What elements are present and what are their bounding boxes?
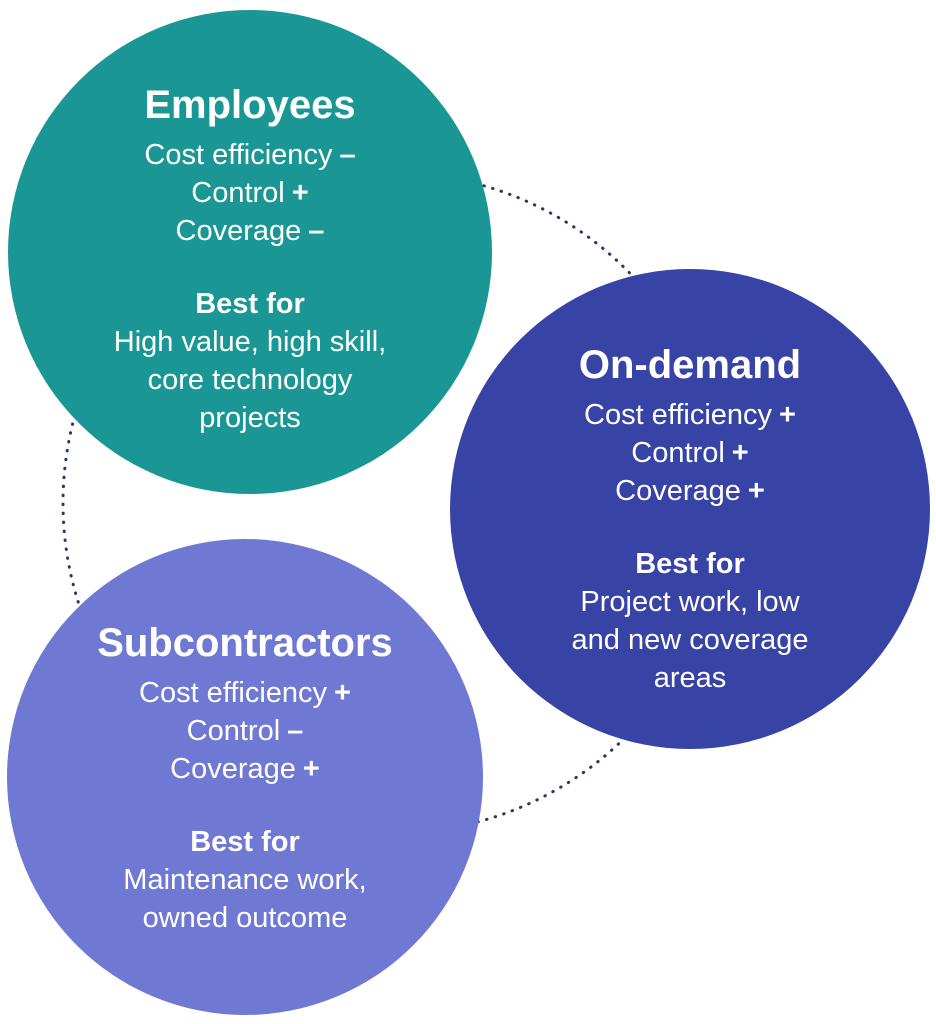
best-for-heading: Best for (635, 547, 745, 580)
employees-circle: Employees Cost efficiency– Control+ Cove… (8, 10, 492, 494)
attribute-label: Cost efficiency (584, 398, 773, 431)
attribute-line: Control– (97, 712, 393, 750)
best-for-line: High value, high skill, (113, 325, 387, 358)
attribute-line: Control+ (572, 434, 809, 472)
best-for-heading: Best for (195, 287, 305, 320)
attribute-label: Control (631, 436, 725, 469)
on-demand-circle: On-demand Cost efficiency+ Control+ Cove… (450, 269, 930, 749)
on-demand-content: On-demand Cost efficiency+ Control+ Cove… (572, 340, 809, 697)
attribute-line: Cost efficiency+ (572, 396, 809, 434)
attribute-sign: + (747, 474, 765, 507)
subcontractors-title: Subcontractors (97, 620, 393, 665)
attribute-sign: – (339, 138, 356, 171)
best-for-line: owned outcome (142, 901, 348, 934)
attribute-label: Cost efficiency (139, 676, 328, 709)
attribute-line: Coverage+ (97, 750, 393, 788)
best-for-line: Maintenance work, (123, 863, 367, 896)
attribute-sign: + (731, 436, 749, 469)
best-for-line: projects (199, 401, 301, 434)
subcontractors-circle: Subcontractors Cost efficiency+ Control–… (7, 539, 483, 1015)
best-for-heading: Best for (190, 825, 300, 858)
attribute-label: Coverage (615, 474, 741, 507)
attribute-line: Control+ (114, 174, 386, 212)
attribute-sign: + (779, 398, 796, 431)
best-for-line: core technology (147, 363, 353, 396)
attribute-label: Coverage (175, 214, 302, 247)
attribute-line: Cost efficiency+ (97, 674, 393, 712)
attribute-sign: – (287, 714, 304, 747)
attribute-label: Coverage (170, 752, 296, 785)
best-for-line: Project work, low (580, 585, 800, 618)
attribute-sign: + (302, 752, 320, 785)
attribute-sign: + (334, 676, 351, 709)
best-for-line: areas (653, 661, 727, 694)
on-demand-title: On-demand (578, 342, 802, 387)
attribute-label: Control (191, 176, 285, 209)
attribute-label: Cost efficiency (144, 138, 333, 171)
attribute-line: Coverage– (114, 212, 386, 250)
employees-title: Employees (144, 82, 356, 127)
attribute-sign: + (291, 176, 309, 209)
subcontractors-content: Subcontractors Cost efficiency+ Control–… (97, 618, 393, 937)
attribute-sign: – (308, 214, 325, 247)
attribute-line: Coverage+ (572, 472, 809, 510)
best-for-line: and new coverage (571, 623, 809, 656)
attribute-label: Control (186, 714, 281, 747)
employees-content: Employees Cost efficiency– Control+ Cove… (114, 80, 386, 437)
attribute-line: Cost efficiency– (114, 136, 386, 174)
